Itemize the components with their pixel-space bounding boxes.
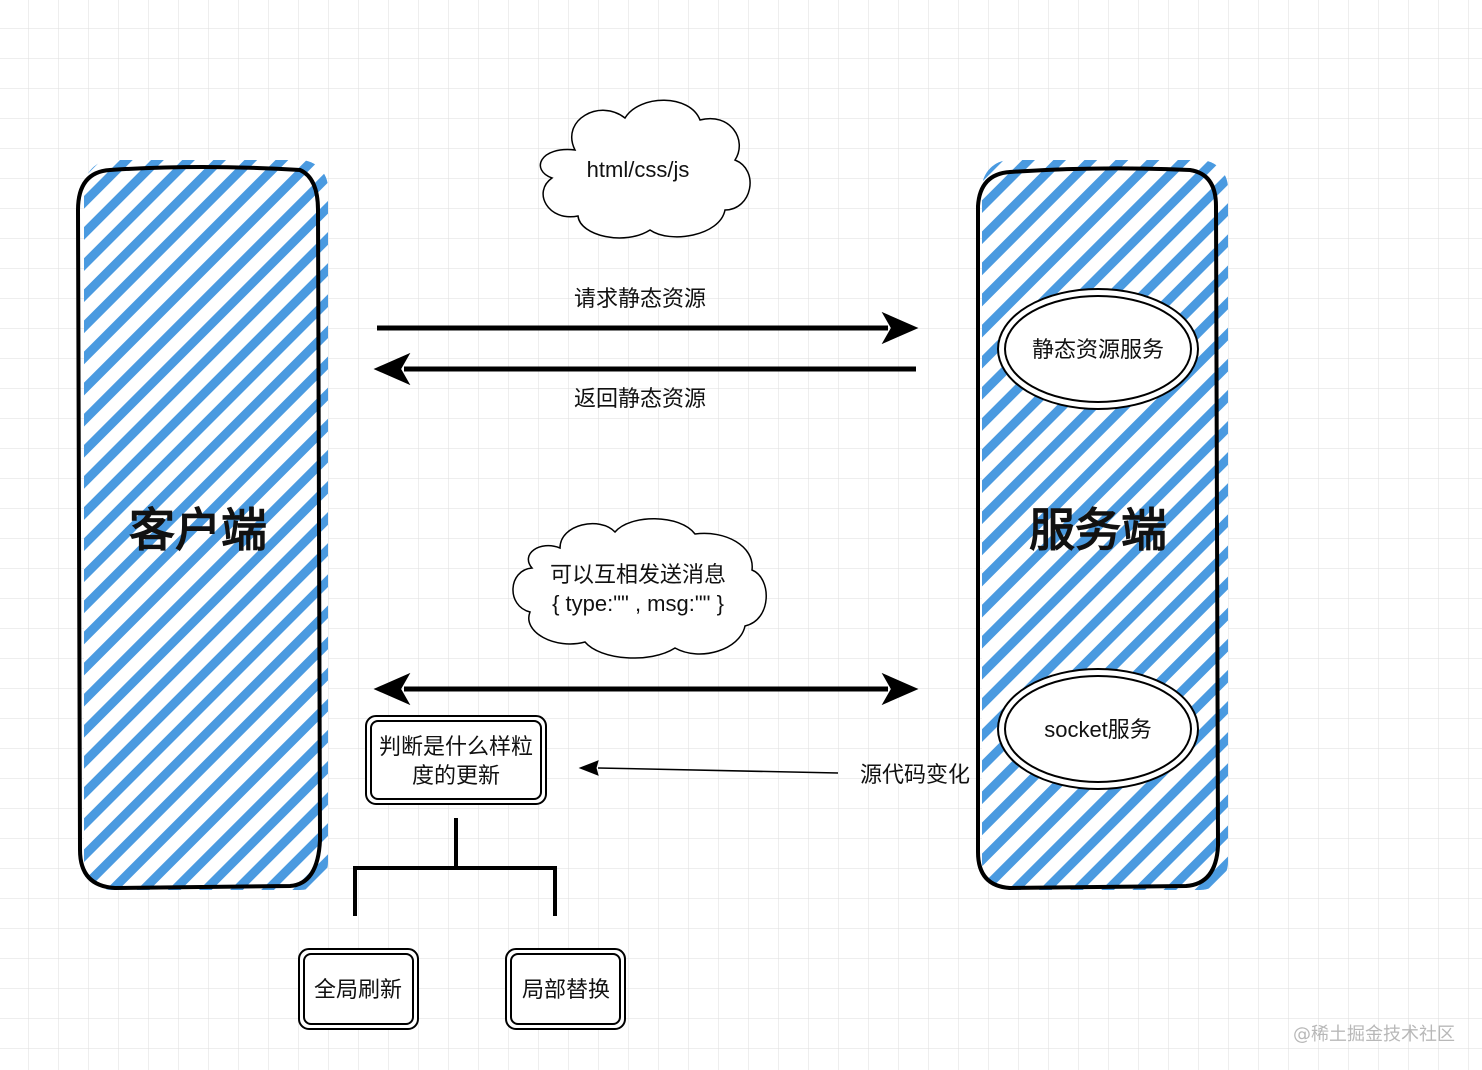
arrow-response: 返回静态资源 [373, 352, 916, 411]
source-change-label: 源代码变化 [860, 762, 970, 787]
static-service-label: 静态资源服务 [1032, 337, 1164, 362]
arrow-source-change: 源代码变化 [578, 760, 970, 787]
decision-box[interactable]: 判断是什么样粒 度的更新 [365, 715, 547, 805]
static-service-node[interactable]: 静态资源服务 [997, 288, 1199, 410]
arrow-request-label: 请求静态资源 [574, 286, 706, 311]
cloud-message-line2: { type:"" , msg:"" } [552, 591, 724, 616]
full-refresh-label: 全局刷新 [314, 977, 402, 1002]
cloud-message-line1: 可以互相发送消息 [550, 562, 726, 587]
full-refresh-box[interactable]: 全局刷新 [298, 948, 419, 1030]
partial-replace-box[interactable]: 局部替换 [505, 948, 626, 1030]
cloud-html-css-js[interactable]: html/css/js [539, 99, 751, 239]
socket-service-label: socket服务 [1044, 717, 1152, 742]
watermark-text: @稀土掘金技术社区 [1293, 1024, 1455, 1045]
arrow-request: 请求静态资源 [377, 286, 919, 345]
decision-box-line1: 判断是什么样粒 [379, 734, 533, 759]
tree-connector [353, 818, 557, 916]
client-node[interactable]: 客户端 [75, 160, 328, 891]
arrow-bidirectional [373, 672, 919, 706]
partial-replace-label: 局部替换 [522, 977, 610, 1002]
cloud-top-text: html/css/js [587, 157, 690, 182]
server-label: 服务端 [1029, 503, 1167, 557]
cloud-message[interactable]: 可以互相发送消息 { type:"" , msg:"" } [512, 518, 767, 659]
decision-box-line2: 度的更新 [412, 763, 500, 788]
socket-service-node[interactable]: socket服务 [997, 668, 1199, 790]
arrow-response-label: 返回静态资源 [574, 386, 706, 411]
client-label: 客户端 [129, 503, 267, 557]
